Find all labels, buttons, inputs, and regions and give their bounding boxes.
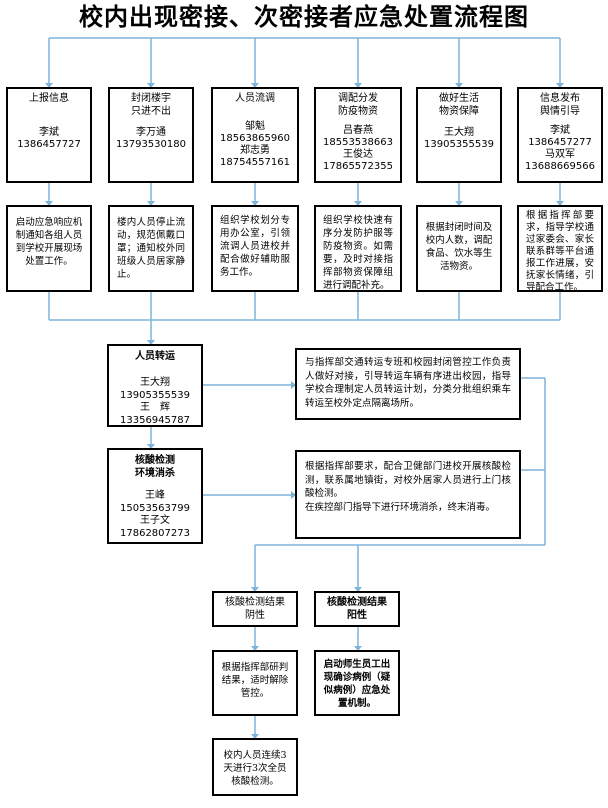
positive-desc-box: 启动师生员工出现确诊病例（疑似病例）应急处置机制。 [314,650,400,716]
contact-phone: 18563865960 [220,133,290,144]
testing-title: 核酸检测 环境消杀 [135,455,175,479]
contact-name: 李斌 [550,125,570,136]
desc-box-tracing: 组织学校划分专用办公室，引领流调人员进校并配合做好辅助服务工作。 [211,205,299,292]
header-box-supplies: 调配分发 防疫物资 吕春燕 18553538663 王俊达 1786557235… [314,87,402,183]
header-title: 封闭楼宇 只进不出 [131,93,171,117]
contact-phone: 13356945787 [120,414,190,426]
contact-phone: 13905355539 [120,389,190,401]
contact-phone: 13905355539 [424,139,494,150]
contact-name: 李斌 [39,127,59,138]
contact-phone: 1386457277 [528,137,592,148]
transfer-desc-box: 与指挥部交通转运专班和校园封闭管控工作负责人做好对接，引导转运车辆有序进出校园，… [295,348,521,420]
desc-box-info: 根据指挥部要求，指导学校通过家委会、家长联系群等平台通报工作进展，安抚家长情绪，… [517,205,603,292]
contact-name: 邹魁 [245,121,265,132]
contact-name: 王大翔 [140,377,170,388]
header-box-living: 做好生活 物资保障 王大翔 13905355539 [416,87,502,183]
contact-phone: 18553538663 [323,137,393,148]
contact-name: 郑志勇 [240,145,270,156]
contact-phone: 18754557161 [220,157,290,168]
contact-name: 李万通 [136,127,166,138]
result-value: 阳性 [347,610,367,621]
desc-box-supplies: 组织学校快速有序分发防护服等防疫物资。如需要，及时对接指挥部物资保障组进行调配补… [314,205,402,292]
result-label: 核酸检测结果 [225,597,285,608]
negative-desc-box: 根据指挥部研判结果，适时解除管控。 [212,650,298,716]
contact-phone: 17862807273 [120,527,190,539]
header-box-info: 信息发布 舆情引导 李斌 1386457277 马双军 13688669566 [517,87,603,183]
desc-box-report: 启动应急响应机制通知各组人员到学校开展现场处置工作。 [6,205,92,292]
contact-name: 马双军 [545,149,575,160]
header-title: 做好生活 物资保障 [439,93,479,117]
contact-phone: 1386457727 [17,139,81,150]
header-box-report: 上报信息 李斌 1386457727 [6,87,92,183]
final-test-box: 校内人员连续3天进行3次全员核酸检测。 [212,738,298,796]
testing-desc-box: 根据指挥部要求，配合卫健部门进校开展核酸检测，联系属地镇街，对校外居家人员进行上… [295,450,521,539]
desc-box-lockdown: 楼内人员停止流动，规范佩戴口罩；通知校外同班级人员居家静止。 [108,205,194,292]
contact-phone: 13688669566 [525,161,595,172]
negative-result-box: 核酸检测结果 阴性 [212,591,298,627]
positive-result-box: 核酸检测结果 阳性 [314,591,400,627]
testing-desc-1: 根据指挥部要求，配合卫健部门进校开展核酸检测，联系属地镇街，对校外居家人员进行上… [305,461,511,499]
contact-name: 王 辉 [140,402,170,413]
header-title: 人员流调 [235,93,275,104]
result-label: 核酸检测结果 [327,597,387,608]
contact-phone: 17865572355 [323,161,393,172]
contact-phone: 13793530180 [116,139,186,150]
header-title: 上报信息 [29,93,69,104]
contact-name: 王俊达 [343,149,373,160]
page-title: 校内出现密接、次密接者应急处置流程图 [79,2,529,31]
contact-name: 吕春燕 [343,125,373,136]
contact-phone: 15053563799 [120,502,190,514]
result-value: 阴性 [245,610,265,621]
header-box-tracing: 人员流调 邹魁 18563865960 郑志勇 18754557161 [211,87,299,183]
transfer-title: 人员转运 [135,351,175,362]
testing-desc-2: 在疾控部门指导下进行环境消杀，终末消毒。 [305,501,496,513]
header-title: 调配分发 防疫物资 [338,93,378,117]
contact-name: 王大翔 [444,127,474,138]
desc-box-living: 根据封闭时间及校内人数，调配食品、饮水等生活物资。 [416,205,502,292]
contact-name: 王子文 [140,515,170,526]
header-title: 信息发布 舆情引导 [540,93,580,117]
testing-box: 核酸检测 环境消杀 王峰 15053563799 王子文 17862807273 [107,448,203,544]
contact-name: 王峰 [145,490,165,501]
transfer-box: 人员转运 王大翔 13905355539 王 辉 13356945787 [107,344,203,427]
header-box-lockdown: 封闭楼宇 只进不出 李万通 13793530180 [108,87,194,183]
